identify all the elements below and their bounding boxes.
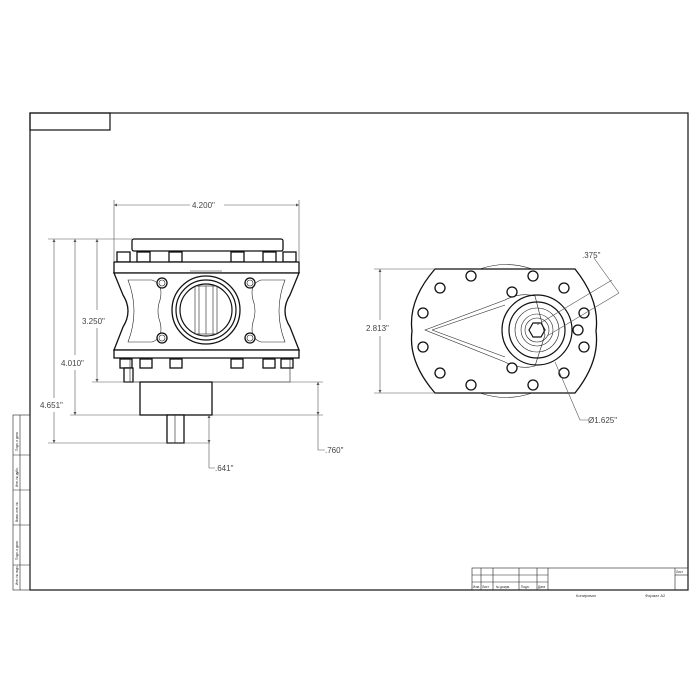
dim-height-mid: 4.010"	[61, 359, 84, 368]
strip-label: Инв. № дубл.	[15, 467, 19, 487]
bottom-bolts	[119, 358, 294, 369]
dim-base-height: .760"	[325, 446, 344, 455]
dim-offset: .375"	[582, 251, 601, 260]
col-izm: Изм.	[473, 585, 480, 589]
dim-width: 4.200"	[192, 201, 215, 210]
side-dimensions: 2.813" .375" Ø1.625"	[366, 251, 620, 425]
side-bolts	[417, 270, 590, 391]
dim-diameter: Ø1.625"	[588, 416, 617, 425]
side-strip: Инв. № подл. Подп. и дата Взам. инв. № И…	[12, 414, 31, 591]
dim-height-total: 4.651"	[40, 401, 63, 410]
sheet-label: Лист	[676, 570, 683, 574]
dim-shaft-length: .641"	[215, 464, 234, 473]
dim-height-body: 3.250"	[82, 317, 105, 326]
col-doc: № докум.	[496, 585, 510, 589]
strip-label: Подп. и дата	[15, 432, 19, 451]
title-block: Изм. Лист № докум. Подп. Дата Лист Копир…	[471, 567, 689, 598]
dim-side-height: 2.813"	[366, 324, 389, 333]
copied-label: Копировал	[576, 593, 597, 598]
front-view	[113, 238, 300, 444]
strip-label: Инв. № подл.	[15, 565, 19, 585]
format-label: Формат А2	[645, 593, 666, 598]
drawing-frame	[29, 112, 689, 591]
col-date: Дата	[538, 585, 545, 589]
strip-label: Подп. и дата	[15, 541, 19, 560]
strip-label: Взам. инв. №	[15, 502, 19, 522]
col-list: Лист	[482, 585, 489, 589]
front-dimensions: 4.200" 3.250" 4.010" 4.651" .760" .641"	[40, 200, 344, 473]
side-view	[410, 264, 598, 398]
top-bolts	[116, 251, 297, 263]
col-sign: Подп.	[521, 585, 530, 589]
